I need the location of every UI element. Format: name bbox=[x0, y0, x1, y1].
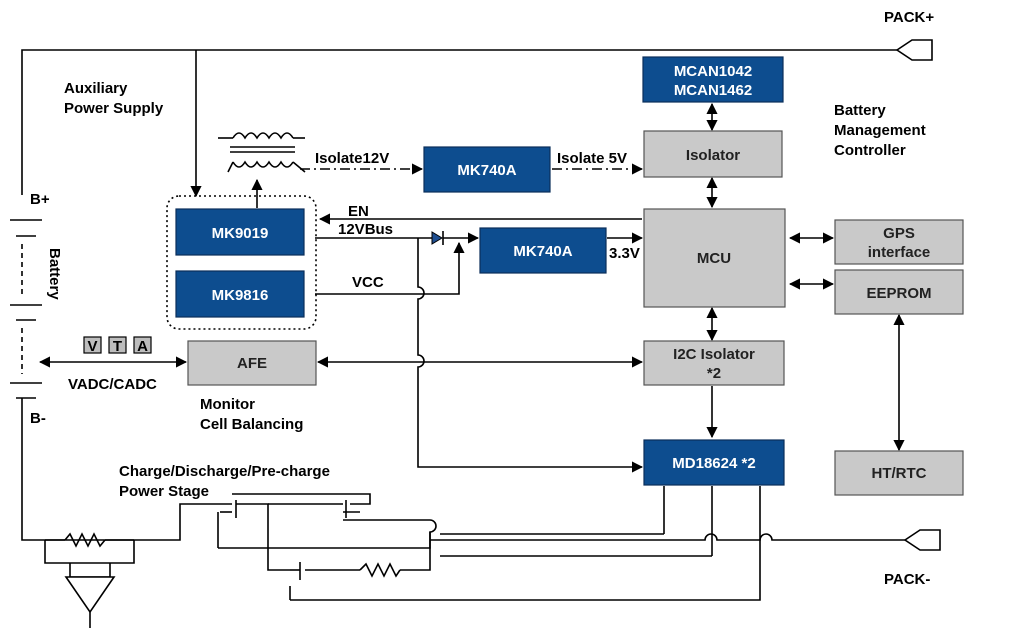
mk740a-mid-block: MK740A bbox=[479, 227, 607, 274]
vadc-label: VADC/CADC bbox=[68, 376, 157, 393]
isolate5v-label: Isolate 5V bbox=[557, 150, 627, 167]
power-label-2: Power Stage bbox=[119, 483, 209, 500]
pack-minus-connector bbox=[903, 529, 941, 551]
i2c-isolator-block: I2C Isolator *2 bbox=[643, 340, 785, 386]
mk9816-label: MK9816 bbox=[212, 287, 269, 304]
labels: PACK+ PACK- B+ B- Battery Auxiliary Powe… bbox=[30, 9, 934, 588]
vcc-label: VCC bbox=[352, 274, 384, 291]
htrtc-label: HT/RTC bbox=[872, 465, 927, 482]
i2c-label-1: I2C Isolator bbox=[673, 346, 755, 363]
vta-v: V bbox=[87, 338, 97, 355]
gps-label-1: GPS bbox=[883, 225, 915, 242]
pack-plus-connector bbox=[895, 39, 933, 61]
vta-indicators: V T A bbox=[83, 336, 152, 355]
aux-label-2: Power Supply bbox=[64, 100, 164, 117]
battery-icon bbox=[10, 219, 42, 399]
i2c-label-2: *2 bbox=[707, 365, 721, 382]
v33-label: 3.3V bbox=[609, 245, 640, 262]
gps-label-2: interface bbox=[868, 244, 931, 261]
diode-icon bbox=[431, 231, 444, 245]
afe-label: AFE bbox=[237, 355, 267, 372]
afe-block: AFE bbox=[187, 340, 317, 386]
b-minus-label: B- bbox=[30, 410, 46, 427]
eeprom-block: EEPROM bbox=[834, 269, 964, 315]
md18624-block: MD18624 *2 bbox=[643, 439, 785, 486]
transformer-icon bbox=[218, 132, 306, 173]
mcan-label-1: MCAN1042 bbox=[674, 63, 752, 80]
mk9816-block: MK9816 bbox=[175, 270, 305, 318]
vta-a: A bbox=[137, 338, 148, 355]
aux-label-1: Auxiliary bbox=[64, 80, 128, 97]
wiring bbox=[10, 39, 941, 628]
monitor-label-1: Monitor bbox=[200, 396, 255, 413]
eeprom-label: EEPROM bbox=[866, 285, 931, 302]
mk740a-top-block: MK740A bbox=[423, 146, 551, 193]
isolator-block: Isolator bbox=[643, 130, 783, 178]
isolate12v-label: Isolate12V bbox=[315, 150, 389, 167]
shunt-resistor-icon bbox=[44, 532, 135, 628]
bus12v-label: 12VBus bbox=[338, 221, 393, 238]
vta-t: T bbox=[113, 338, 122, 355]
bmc-label-1: Battery bbox=[834, 102, 886, 119]
gps-block: GPS interface bbox=[834, 219, 964, 265]
htrtc-block: HT/RTC bbox=[834, 450, 964, 496]
mcan-block: MCAN1042 MCAN1462 bbox=[642, 56, 784, 103]
b-plus-label: B+ bbox=[30, 191, 50, 208]
pack-minus-label: PACK- bbox=[884, 571, 930, 588]
monitor-label-2: Cell Balancing bbox=[200, 416, 303, 433]
mosfet-icon bbox=[212, 486, 905, 601]
isolator-label: Isolator bbox=[686, 147, 740, 164]
battery-label: Battery bbox=[46, 248, 63, 300]
en-label: EN bbox=[348, 203, 369, 220]
mk740a-top-label: MK740A bbox=[457, 162, 516, 179]
bmc-label-2: Management bbox=[834, 122, 926, 139]
md18624-label: MD18624 *2 bbox=[672, 455, 755, 472]
mk740a-mid-label: MK740A bbox=[513, 243, 572, 260]
mk9019-block: MK9019 bbox=[175, 208, 305, 256]
bmc-label-3: Controller bbox=[834, 142, 906, 159]
power-label-1: Charge/Discharge/Pre-charge bbox=[119, 463, 330, 480]
mk9019-label: MK9019 bbox=[212, 225, 269, 242]
mcu-block: MCU bbox=[643, 208, 786, 308]
mcu-label: MCU bbox=[697, 250, 731, 267]
mcan-label-2: MCAN1462 bbox=[674, 82, 752, 99]
pack-plus-label: PACK+ bbox=[884, 9, 934, 26]
